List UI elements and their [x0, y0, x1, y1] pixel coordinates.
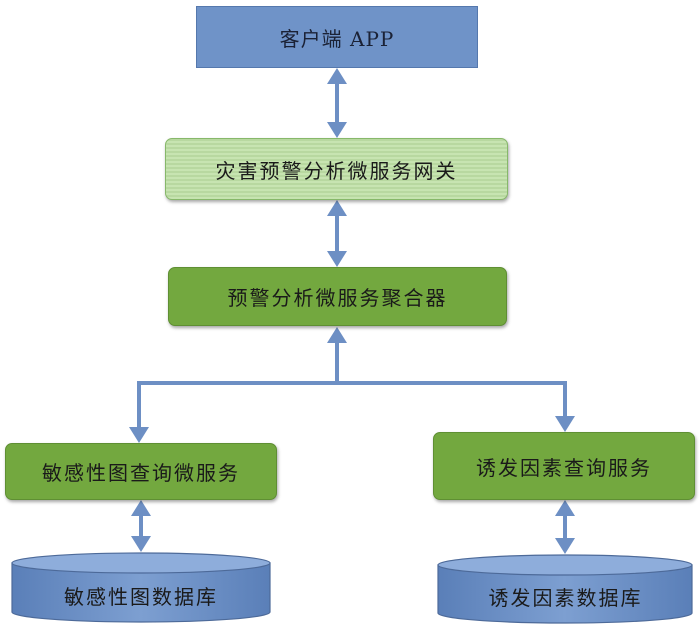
arrow-trigger-service-db [555, 500, 575, 554]
gateway-box: 灾害预警分析微服务网关 [165, 138, 508, 200]
sensitivity-database-label: 敏感性图数据库 [64, 584, 218, 609]
arrow-client-gateway [327, 68, 347, 138]
gateway-label: 灾害预警分析微服务网关 [215, 158, 458, 183]
branch-connector [129, 327, 575, 443]
aggregator-box: 预警分析微服务聚合器 [168, 267, 507, 326]
sensitivity-database-cylinder [11, 552, 271, 623]
client-app-box: 客户端 APP [196, 6, 478, 68]
sensitivity-service-box: 敏感性图查询微服务 [5, 443, 277, 500]
trigger-database-label: 诱发因素数据库 [488, 585, 643, 610]
aggregator-label: 预警分析微服务聚合器 [227, 286, 448, 310]
trigger-service-label: 诱发因素查询服务 [476, 455, 652, 480]
client-app-label: 客户端 APP [279, 26, 395, 51]
trigger-service-box: 诱发因素查询服务 [433, 432, 695, 500]
sensitivity-service-label: 敏感性图查询微服务 [42, 461, 240, 485]
arrow-gateway-aggregator [327, 200, 347, 267]
arrow-sensitivity-service-db [131, 500, 151, 552]
trigger-database-cylinder [437, 554, 693, 624]
